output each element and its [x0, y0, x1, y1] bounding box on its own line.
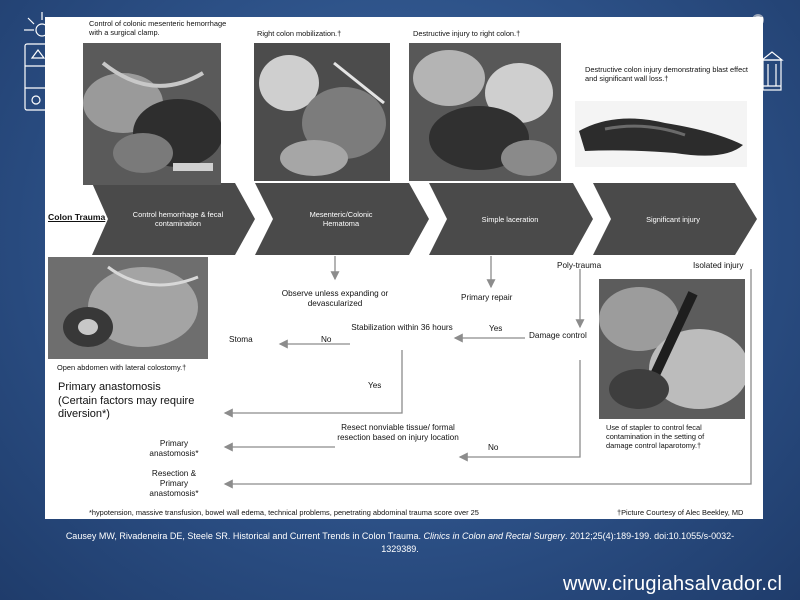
node-resect: Resect nonviable tissue/ formal resectio…	[337, 423, 459, 442]
photo-right-colon-mobilization	[254, 43, 390, 181]
photo-destructive-right-colon	[409, 43, 561, 181]
node-observe: Observe unless expanding or devasculariz…	[281, 289, 389, 308]
row-title-colon-trauma: Colon Trauma	[48, 212, 106, 222]
photo-stapler-damage-control	[599, 279, 745, 419]
caption-destructive-right-colon: Destructive injury to right colon.†	[413, 29, 521, 38]
chevron-label-simple-laceration: Simple laceration	[481, 215, 539, 224]
node-primary-anastomosis-star: Primary anastomosis*	[149, 439, 199, 458]
caption-right-colon-mobilization: Right colon mobilization.†	[257, 29, 342, 38]
node-resection-primary: Resection & Primary anastomosis*	[149, 469, 199, 498]
website-url[interactable]: www.cirugiahsalvador.cl	[563, 573, 783, 595]
label-yes-anastomosis: Yes	[368, 381, 382, 390]
node-primary-anastomosis-note: (Certain factors may require diversion*)	[58, 395, 195, 420]
photo-mesenteric-clamp	[83, 43, 221, 185]
citation-authors: Causey MW, Rivadeneira DE, Steele SR. Hi…	[65, 531, 424, 541]
label-no-resect: No	[488, 443, 499, 452]
process-chevrons	[92, 183, 757, 255]
label-yes-stabilization: Yes	[489, 324, 503, 333]
citation: Causey MW, Rivadeneira DE, Steele SR. Hi…	[60, 530, 740, 556]
caption-blast-colon-injury: Destructive colon injury demonstrating b…	[585, 65, 748, 83]
node-damage-control: Damage control	[529, 331, 587, 340]
caption-mesenteric-clamp: Control of colonic mesenteric hemorrhage…	[89, 19, 227, 37]
chevron-label-significant-injury: Significant injury	[646, 215, 700, 224]
node-isolated-injury: Isolated injury	[693, 261, 744, 270]
citation-journal: Clinics in Colon and Rectal Surgery	[423, 531, 566, 541]
flowchart-slide: Control of colonic mesenteric hemorrhage…	[45, 17, 763, 519]
node-poly-trauma: Poly-trauma	[557, 261, 602, 270]
chevron-label-hematoma: Mesenteric/Colonic Hematoma	[309, 210, 373, 228]
picture-courtesy: †Picture Courtesy of Alec Beekley, MD	[617, 508, 744, 517]
label-no-stoma: No	[321, 335, 332, 344]
footnote: *hypotension, massive transfusion, bowel…	[89, 508, 479, 517]
building-logo-icon	[760, 50, 784, 94]
node-stoma: Stoma	[229, 335, 253, 344]
citation-rest: . 2012;25(4):189-199. doi:10.1055/s-0032…	[381, 531, 735, 554]
caption-open-abdomen: Open abdomen with lateral colostomy.†	[57, 363, 187, 372]
photo-open-abdomen	[48, 257, 208, 359]
flow-connectors	[92, 183, 757, 489]
node-primary-anastomosis: Primary anastomosis	[58, 381, 161, 393]
photo-blast-colon-injury	[575, 101, 747, 167]
node-stabilization: Stabilization within 36 hours	[351, 323, 453, 332]
chevron-label-control-hemorrhage: Control hemorrhage & fecal contamination	[132, 210, 224, 228]
caption-stapler-damage-control: Use of stapler to control fecal contamin…	[606, 423, 705, 450]
node-primary-repair: Primary repair	[461, 293, 513, 302]
